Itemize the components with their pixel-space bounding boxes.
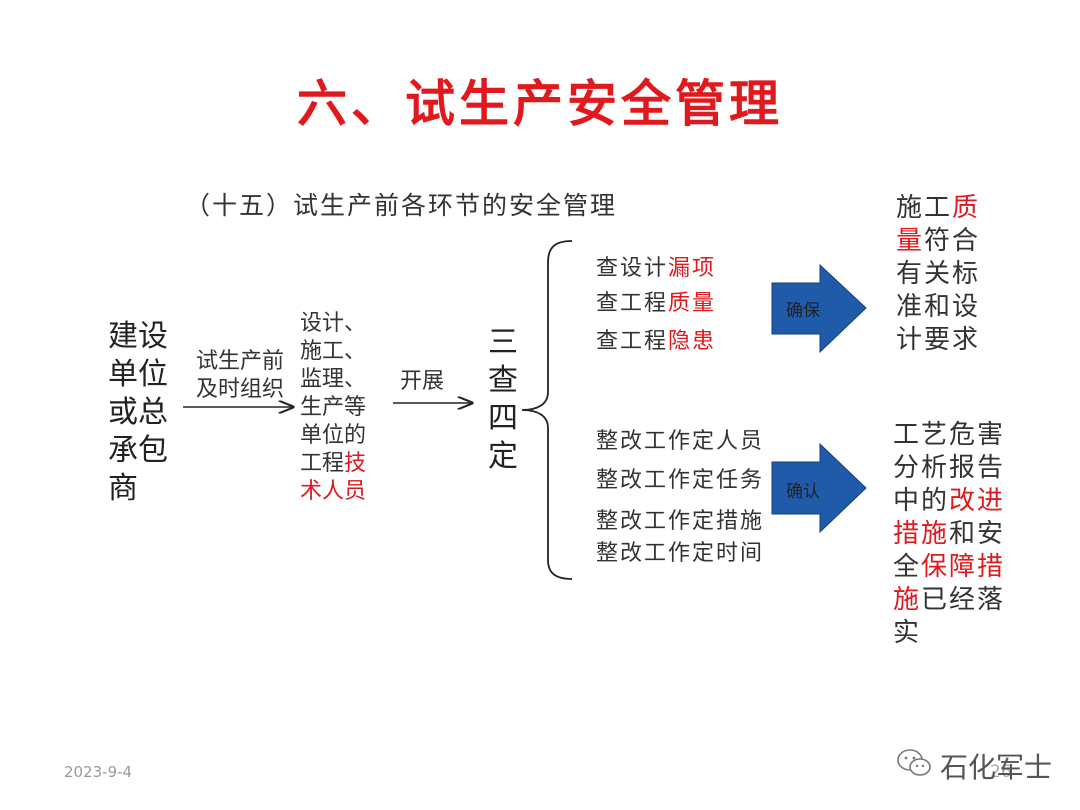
result-line: 施已经落 [893, 584, 1005, 617]
result-line: 全保障措 [893, 551, 1005, 584]
source-line: 或总 [108, 395, 168, 430]
result-line: 实 [893, 618, 922, 648]
result-line: 量符合 [896, 225, 980, 258]
check-text: 查工程 [596, 291, 669, 316]
source-entity: 建设 单位 或总 承包 商 [108, 318, 168, 508]
personnel-line: 施工、 [300, 339, 367, 364]
node-char: 定 [488, 439, 518, 474]
result-text: 符合 [924, 226, 981, 256]
slide-date: 2023-9-4 [64, 763, 133, 781]
result-highlight: 量 [896, 226, 925, 256]
personnel-line: 生产等 [300, 395, 367, 420]
result-line: 中的改进 [893, 485, 1005, 518]
result-text: 施工 [896, 193, 953, 223]
result-line: 有关标 [896, 259, 981, 289]
personnel-line: 工程技 [300, 450, 366, 478]
personnel-highlight: 技 [344, 451, 367, 476]
result-line: 准和设 [896, 292, 981, 322]
block-arrow-top [771, 263, 867, 354]
check-highlight: 隐患 [668, 329, 717, 354]
arrow-label-confirm: 确认 [786, 482, 820, 502]
fix-item-time: 整改工作定时间 [596, 541, 765, 566]
result-text: 和安 [949, 519, 1006, 549]
edge-label-line: 试生产前 [196, 349, 285, 374]
node-char: 四 [488, 401, 518, 436]
check-text: 查设计 [596, 256, 669, 281]
page-title: 六、试生产安全管理 [297, 74, 783, 133]
result-hazard-analysis: 工艺危害 分析报告 中的改进 措施和安 全保障措 施已经落 实 [893, 419, 1005, 650]
arrow-label-ensure: 确保 [786, 301, 820, 321]
personnel-line: 单位的 [300, 423, 367, 448]
edge-label-line: 及时组织 [196, 377, 285, 402]
personnel-entity: 设计、 施工、 监理、 生产等 单位的 工程技 术人员 [300, 310, 366, 506]
block-arrow-bottom [771, 442, 867, 534]
wechat-icon [896, 748, 932, 785]
result-construction-quality: 施工质 量符合 有关标 准和设 计要求 [896, 192, 980, 357]
edge-label-carry-out: 开展 [400, 369, 445, 394]
check-item-quality: 查工程质量 [596, 285, 716, 317]
result-highlight: 措施 [893, 519, 950, 549]
edge-label-organize: 试生产前 及时组织 [196, 348, 284, 404]
personnel-line: 设计、 [300, 311, 367, 336]
source-line: 建设 [108, 319, 168, 354]
source-line: 承包 [108, 433, 168, 468]
fix-item-personnel: 整改工作定人员 [596, 429, 765, 454]
source-line: 商 [108, 471, 138, 506]
node-char: 三 [488, 325, 518, 360]
fix-item-task: 整改工作定任务 [596, 468, 765, 493]
result-line: 措施和安 [893, 518, 1005, 551]
watermark-text: 石化军士 [940, 751, 1053, 784]
result-line: 分析报告 [893, 453, 1006, 483]
fix-item-measure: 整改工作定措施 [596, 509, 765, 534]
curly-brace [521, 240, 573, 580]
check-highlight: 漏项 [668, 256, 717, 281]
result-highlight: 保障措 [921, 552, 1006, 582]
result-line: 计要求 [896, 325, 981, 355]
result-line: 工艺危害 [893, 420, 1006, 450]
check-highlight: 质量 [668, 291, 717, 316]
source-line: 单位 [108, 357, 168, 392]
check-item-hazard: 查工程隐患 [596, 323, 716, 355]
result-text: 已经落 [921, 585, 1006, 615]
result-highlight: 改进 [949, 486, 1006, 516]
result-text: 中的 [893, 486, 950, 516]
page-number: 26 [990, 762, 1012, 782]
personnel-text: 工程 [300, 451, 345, 476]
section-subtitle: （十五）试生产前各环节的安全管理 [185, 191, 618, 220]
check-text: 查工程 [596, 329, 669, 354]
result-text: 全 [893, 552, 922, 582]
result-line: 施工质 [896, 192, 980, 225]
node-char: 查 [488, 363, 518, 398]
personnel-highlight: 术人员 [300, 479, 367, 504]
personnel-line: 监理、 [300, 367, 367, 392]
result-highlight: 质 [952, 193, 981, 223]
result-highlight: 施 [893, 585, 922, 615]
check-item-design: 查设计漏项 [596, 250, 716, 282]
watermark: 石化军士 [896, 746, 1052, 786]
three-checks-four-fixes-node: 三 查 四 定 [488, 324, 518, 476]
